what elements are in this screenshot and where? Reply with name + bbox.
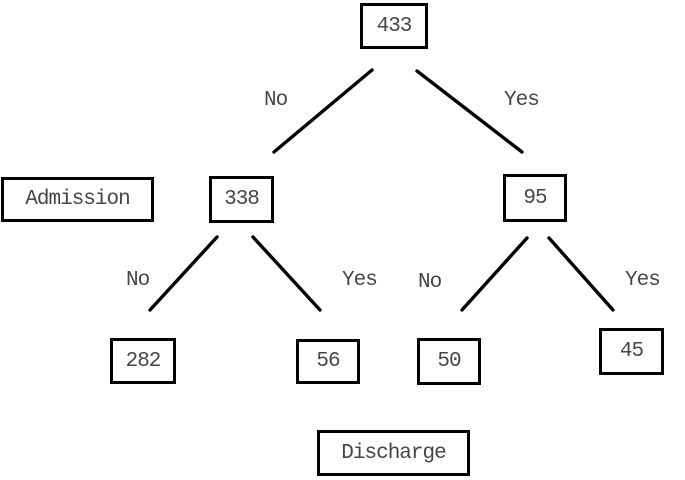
row-label-admission-text: Admission (25, 188, 130, 211)
node-admission-yes-value: 95 (523, 186, 547, 210)
node-discharge-no-of-338: 282 (110, 338, 176, 384)
node-admission-yes: 95 (503, 174, 567, 222)
node-discharge-yes-of-338: 56 (296, 339, 360, 384)
edge-95-yes (547, 236, 615, 312)
node-admission-no-value: 338 (224, 188, 260, 211)
edge-95-no (460, 236, 529, 312)
node-root: 433 (360, 3, 428, 49)
node-root-value: 433 (376, 14, 413, 38)
node-admission-no: 338 (209, 176, 274, 223)
edge-label-338-no: No (126, 269, 150, 292)
row-label-admission: Admission (1, 177, 154, 222)
row-label-discharge-text: Discharge (341, 441, 446, 465)
edge-label-95-yes: Yes (625, 269, 661, 292)
edge-338-no (148, 235, 219, 312)
node-discharge-no-of-95: 50 (417, 338, 481, 385)
edge-root-yes (415, 69, 524, 154)
edge-338-yes (251, 235, 322, 312)
edge-label-338-yes: Yes (342, 269, 378, 292)
edge-label-root-no: No (264, 89, 288, 112)
edge-label-95-no: No (418, 271, 442, 294)
row-label-discharge: Discharge (317, 430, 470, 476)
node-discharge-yes-of-95-value: 45 (619, 340, 644, 363)
node-discharge-no-of-338-value: 282 (125, 349, 162, 373)
node-discharge-yes-of-338-value: 56 (316, 350, 340, 373)
node-discharge-no-of-95-value: 50 (437, 350, 461, 373)
edge-root-no (272, 68, 374, 154)
node-discharge-yes-of-95: 45 (599, 328, 664, 375)
edge-label-root-yes: Yes (504, 89, 540, 112)
